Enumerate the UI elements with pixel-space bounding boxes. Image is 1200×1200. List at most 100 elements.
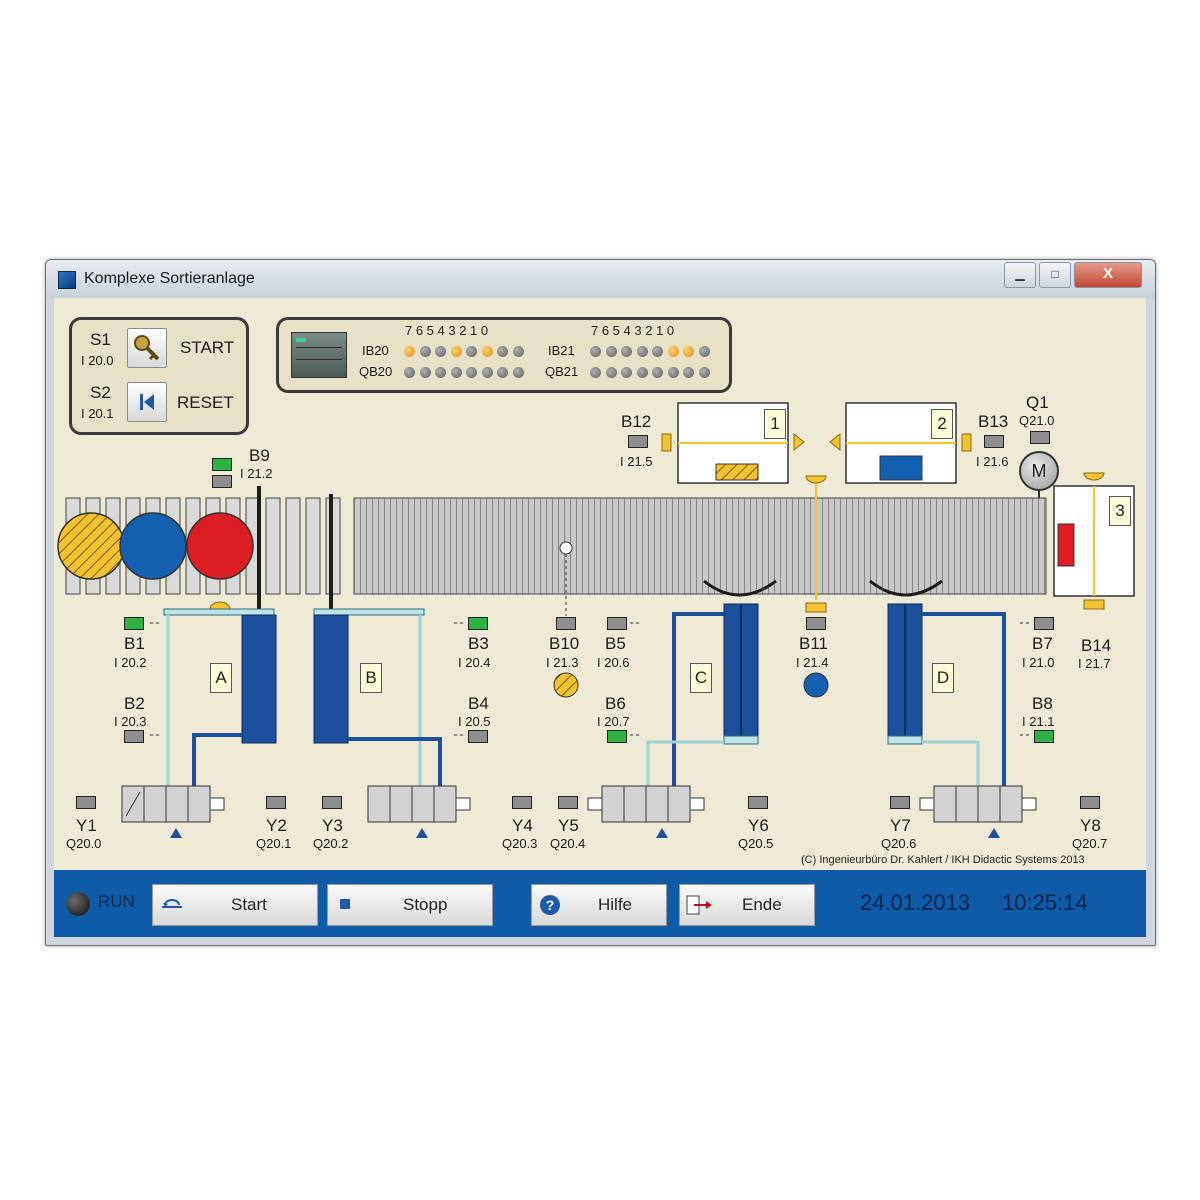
y1-indicator: [76, 796, 96, 809]
date-display: 24.01.2013: [860, 890, 971, 915]
qb21-led-2: [667, 367, 679, 378]
b1-label: B1: [124, 634, 145, 653]
ib20-led-5: [435, 346, 446, 357]
ib20-led-3: [466, 346, 477, 357]
qb21-led-3: [652, 367, 663, 378]
y3-address: Q20.2: [313, 836, 349, 851]
valve-c-graphic: [587, 785, 705, 838]
b8-label: B8: [1032, 694, 1053, 713]
maximize-button[interactable]: □: [1039, 262, 1071, 288]
b13-indicator: [984, 435, 1004, 448]
bottom-toolbar: RUN Start Stopp ? Hilfe Ende 24.01.2013 …: [54, 870, 1146, 937]
qb20-led-4: [450, 367, 462, 378]
b11-label: B11: [799, 634, 828, 653]
ib21-led-7: [590, 346, 601, 357]
station-a-label: A: [210, 663, 232, 693]
run-lamp-icon: [66, 892, 90, 916]
start-button[interactable]: Start: [152, 884, 318, 926]
y1-label: Y1: [76, 816, 97, 835]
ib20-led-4: [450, 346, 462, 357]
reset-button[interactable]: [127, 382, 167, 422]
app-icon: [58, 271, 76, 289]
bin-2-label: 2: [931, 409, 953, 439]
s2-label: S2: [90, 383, 111, 402]
b6-label: B6: [605, 694, 626, 713]
b5-address: I 20.6: [597, 655, 630, 670]
start-key-button[interactable]: [127, 328, 167, 368]
s1-label: S1: [90, 330, 111, 349]
y2-indicator: [266, 796, 286, 809]
qb21-led-5: [621, 367, 632, 378]
y4-address: Q20.3: [502, 836, 538, 851]
bit-header-right: 7 6 5 4 3 2 1 0: [591, 323, 675, 338]
plant-diagram: [57, 402, 1135, 838]
qb21-led-1: [683, 367, 694, 378]
y7-address: Q20.6: [881, 836, 917, 851]
workpiece-blue: [119, 512, 187, 580]
qb20-led-6: [419, 367, 431, 378]
y3-label: Y3: [322, 816, 343, 835]
station-c-label: C: [690, 663, 712, 693]
close-button[interactable]: X: [1074, 262, 1142, 288]
ib21-led-0: [698, 346, 710, 357]
ib20-led-7: [404, 346, 415, 357]
b12-label: B12: [621, 412, 652, 431]
help-button[interactable]: ? Hilfe: [531, 884, 667, 926]
qb20-led-2: [481, 367, 493, 378]
start-button-label: Start: [231, 895, 267, 914]
qb21-label: QB21: [545, 364, 579, 379]
plant-view: S1 I 20.0 START S2 I 20.1 RESET 7 6 5 4 …: [54, 298, 1146, 870]
qb21-led-6: [605, 367, 617, 378]
b10-indicator: [556, 617, 576, 630]
valve-a-graphic: [121, 785, 225, 838]
y6-label: Y6: [748, 816, 769, 835]
qb20-led-1: [497, 367, 508, 378]
y7-indicator: [890, 796, 910, 809]
stop-icon: [340, 899, 350, 909]
minimize-button[interactable]: ▁: [1004, 262, 1036, 288]
stop-button[interactable]: Stopp: [327, 884, 493, 926]
b2-label: B2: [124, 694, 145, 713]
ib20-led-6: [419, 346, 431, 357]
y4-label: Y4: [512, 816, 533, 835]
b3-address: I 20.4: [458, 655, 491, 670]
ib20-led-1: [497, 346, 508, 357]
b14-address: I 21.7: [1078, 656, 1111, 671]
s2-address: I 20.1: [81, 406, 114, 421]
app-window: Komplexe Sortieranlage ▁ □ X S1 I 20.0 S…: [45, 259, 1156, 946]
run-label: RUN: [98, 892, 135, 911]
b9-address: I 21.2: [240, 466, 273, 481]
reset-label: RESET: [177, 393, 234, 412]
y1-address: Q20.0: [66, 836, 102, 851]
qb20-led-5: [435, 367, 446, 378]
qb20-led-0: [512, 367, 524, 378]
qb20-led-7: [404, 367, 415, 378]
b1-indicator: [124, 617, 144, 630]
end-button[interactable]: Ende: [679, 884, 815, 926]
end-button-label: Ende: [742, 895, 782, 914]
ib21-led-5: [621, 346, 632, 357]
q1-indicator: [1030, 431, 1050, 444]
qb21-led-0: [698, 367, 710, 378]
b10-label: B10: [549, 634, 580, 653]
b3-indicator: [468, 617, 488, 630]
y8-address: Q20.7: [1072, 836, 1108, 851]
workpiece-yellow: [57, 512, 125, 580]
y8-indicator: [1080, 796, 1100, 809]
qb20-label: QB20: [359, 364, 393, 379]
s1-address: I 20.0: [81, 353, 114, 368]
station-d-label: D: [932, 663, 954, 693]
start-label: START: [180, 338, 235, 357]
ib21-led-2: [667, 346, 679, 357]
time-display: 10:25:14: [1002, 890, 1088, 915]
b7-indicator: [1034, 617, 1054, 630]
ib21-led-1: [683, 346, 694, 357]
main-conveyor: [353, 497, 1047, 595]
b9-indicator-top: [212, 458, 232, 471]
bit-header-left: 7 6 5 4 3 2 1 0: [405, 323, 489, 338]
key-icon: [134, 335, 160, 361]
plc-icon: [291, 332, 347, 378]
valve-b-graphic: [367, 785, 471, 838]
b6-indicator: [607, 730, 627, 743]
y3-indicator: [322, 796, 342, 809]
